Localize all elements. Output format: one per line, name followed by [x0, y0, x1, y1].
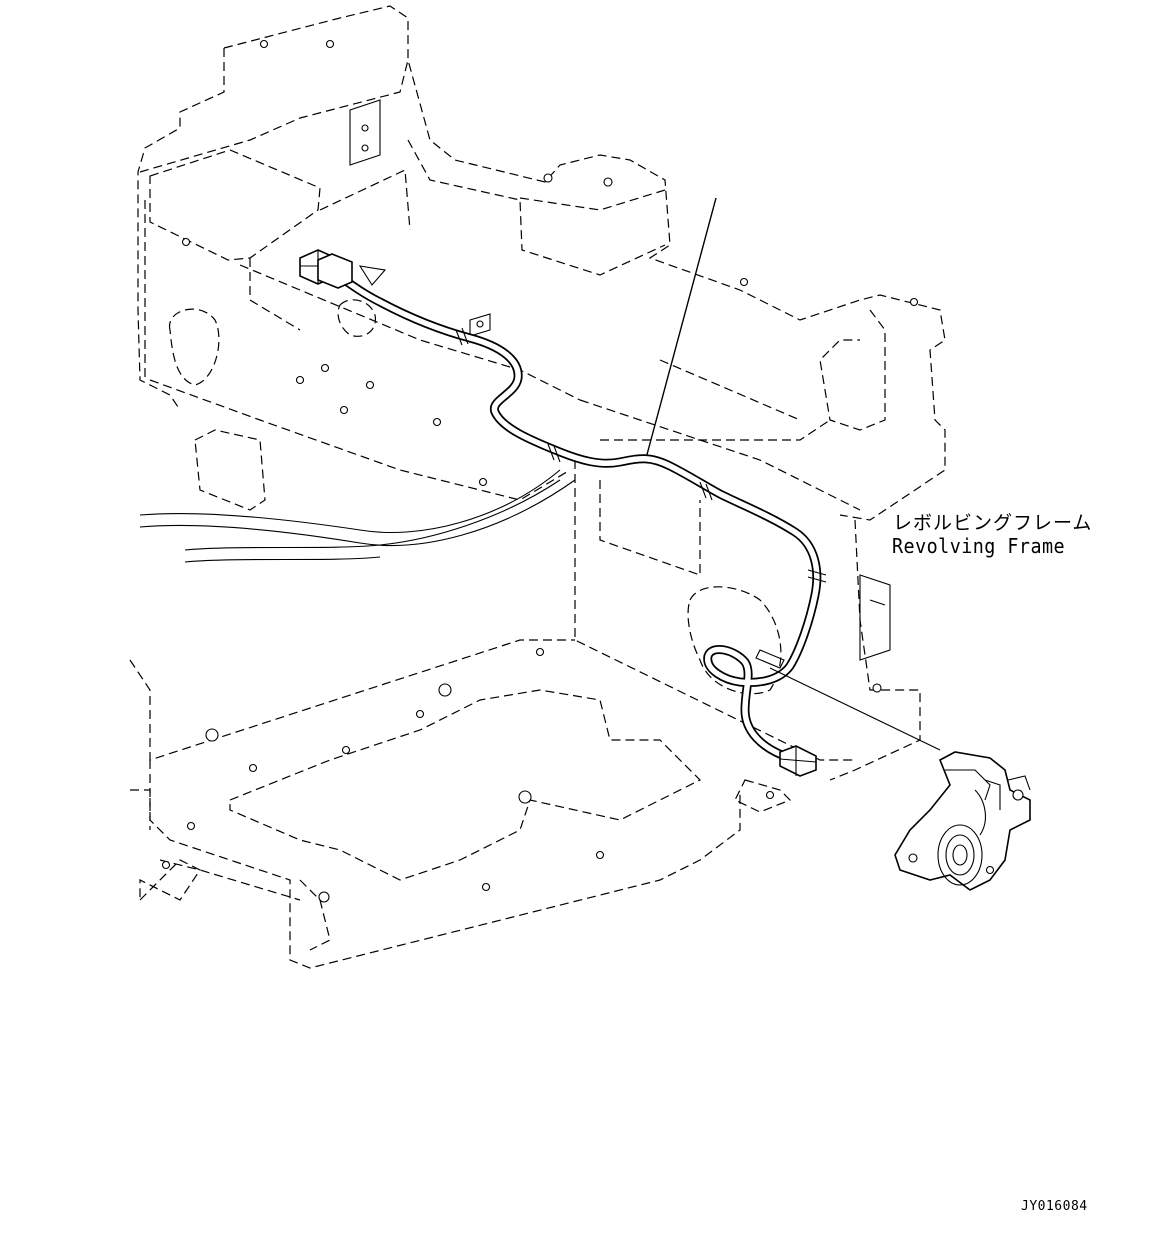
callout-label-jp: レボルビングフレーム: [893, 512, 1093, 534]
bolt-holes: [161, 39, 919, 903]
connector-top-left: [299, 249, 387, 289]
wire-harness: [325, 265, 827, 763]
connector-bottom: [779, 745, 817, 777]
leader-line: [644, 197, 717, 463]
revolving-frame-outline: [129, 5, 946, 969]
callout-label-en: Revolving Frame: [892, 534, 1066, 558]
frame-cutouts: [169, 299, 782, 695]
drawing-number: JY016084: [1021, 1199, 1088, 1214]
horn-leader: [769, 667, 941, 751]
frame-brackets: [349, 99, 891, 661]
horn-assembly: [894, 751, 1031, 891]
